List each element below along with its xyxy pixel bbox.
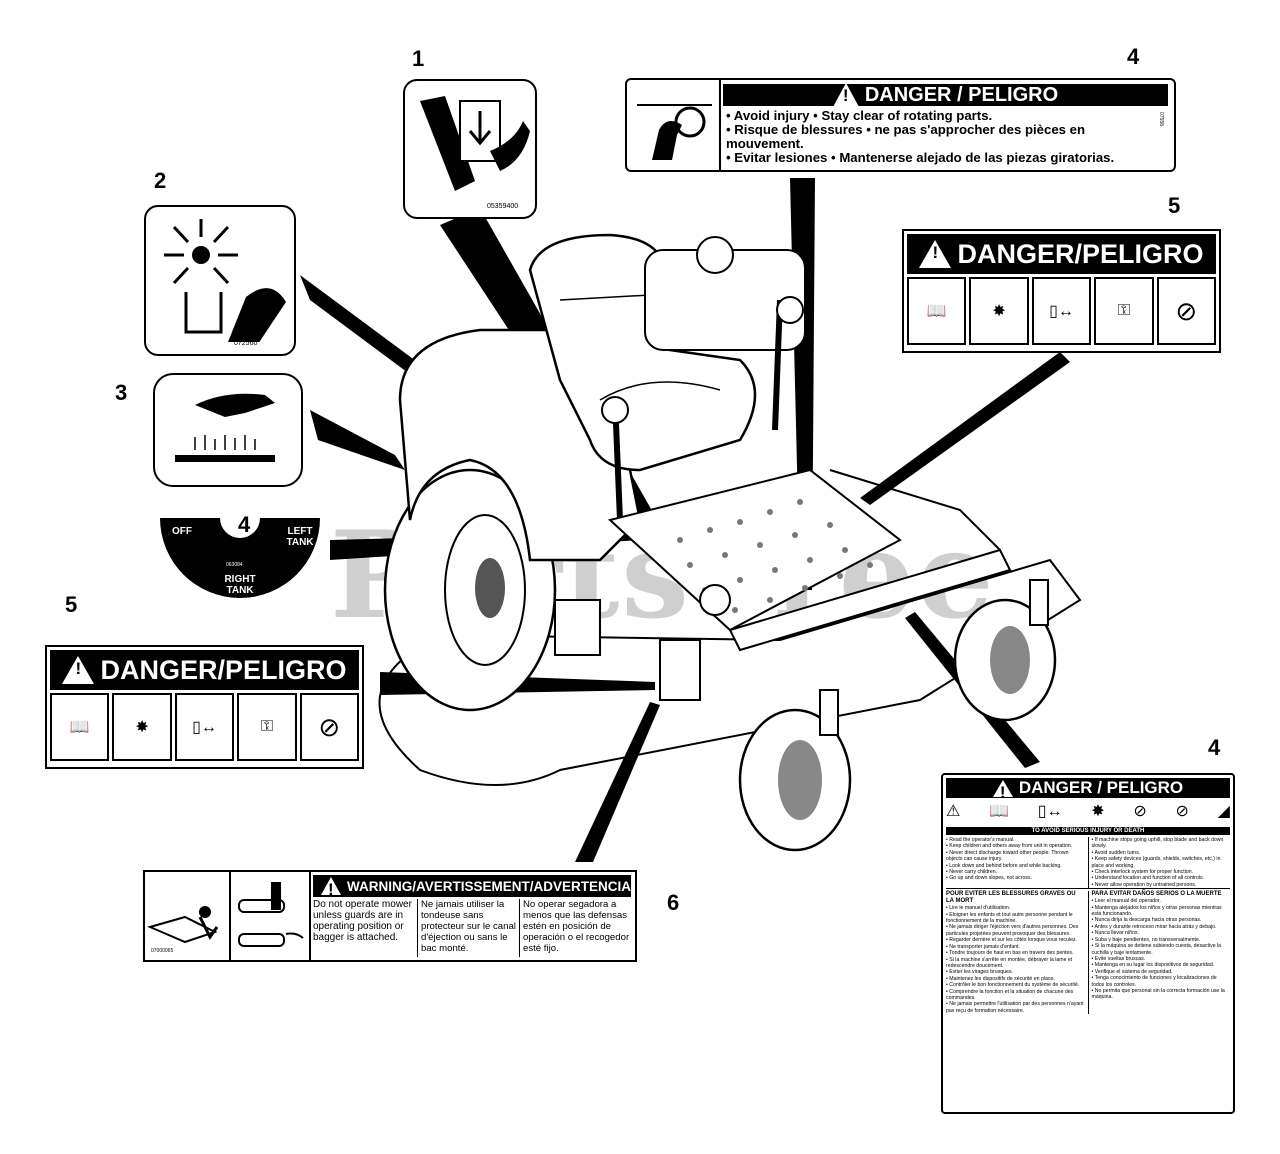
callout-4-fuel: 4 [238, 512, 251, 537]
danger-rotating-parts-label: DANGER / PELIGRO • Avoid injury • Stay c… [625, 78, 1176, 172]
warning-discharge-label: 07000065 WARNING/AVERTISSEMENT/ADVERTENC… [143, 870, 637, 962]
danger-big-es: • Leer el manual del operador. • Manteng… [1091, 898, 1225, 1001]
read-manual-icon: 📖 [989, 803, 1009, 820]
callout-5-right: 5 [1168, 193, 1181, 218]
callout-4-top: 4 [1127, 44, 1140, 69]
danger-big-col1: • Read the operator's manual. • Keep chi… [946, 837, 1089, 889]
remove-key-icon: ⚿ [1094, 277, 1154, 345]
no-feet-icon: ⊘ [299, 693, 360, 761]
label-2-code: 072560 [234, 340, 258, 347]
danger-5-right-header: DANGER/PELIGRO [907, 234, 1216, 274]
callout-5-left: 5 [65, 592, 78, 617]
leader-6 [575, 702, 660, 862]
warning-triangle-icon [832, 83, 859, 107]
discharge-hazard-icon: 07000065 [145, 872, 231, 960]
read-manual-icon: 📖 [907, 277, 967, 345]
danger-safety-instructions-label: DANGER / PELIGRO ⚠ 📖 ▯↔ ✸ ⊘ ⊘ ◢ TO AVOID… [941, 773, 1235, 1114]
danger-5-left-header: DANGER/PELIGRO [50, 650, 359, 690]
keep-distance-icon: ▯↔ [1037, 803, 1063, 820]
danger-top-code: 07558 [1158, 112, 1164, 126]
danger-top-header: DANGER / PELIGRO [723, 83, 1168, 107]
label-3-hot-surface [153, 373, 303, 487]
hand-crush-icon [420, 96, 530, 191]
label-2-thrown-objects: 072560 [144, 205, 296, 356]
fuel-off: OFF [172, 526, 192, 537]
no-riders-icon: ⊘ [1175, 803, 1189, 820]
warning-triangle-icon [321, 877, 341, 900]
fuel-code: 063084 [226, 562, 243, 568]
thrown-debris-icon: ✸ [969, 277, 1029, 345]
warning-6-english: Do not operate mower unless guards are i… [313, 899, 418, 957]
danger-big-fr-header: POUR EVITER LES BLESSURES GRAVES OU LA M… [946, 891, 1076, 905]
no-feet-icon: ⊘ [1156, 277, 1217, 345]
remove-key-icon: ⚿ [237, 693, 297, 761]
keep-distance-icon: ▯↔ [174, 693, 235, 761]
danger-pictogram-label-right: DANGER/PELIGRO 📖 ✸ ▯↔ ⚿ ⊘ [902, 229, 1221, 353]
warning-triangle-icon [992, 779, 1013, 803]
label-1-crush-hazard: 05359400 [403, 79, 537, 219]
danger-big-fr: • Lire le manuel d'utilisation. • Eloign… [946, 905, 1084, 1014]
no-children-icon: ⊘ [1133, 803, 1147, 820]
thrown-debris-icon: ✸ [112, 693, 172, 761]
callout-4-bottom: 4 [1208, 735, 1221, 760]
danger-big-col2: • If machine stops going uphill, stop bl… [1091, 837, 1224, 888]
callout-1: 1 [412, 46, 425, 71]
hot-surface-icon [175, 393, 275, 462]
danger-pictogram-label-left: DANGER/PELIGRO 📖 ✸ ▯↔ ⚿ ⊘ [45, 645, 364, 769]
callout-3: 3 [115, 380, 128, 405]
thrown-debris-icon: ✸ [1091, 803, 1105, 820]
danger-big-header: DANGER / PELIGRO [946, 778, 1230, 803]
fuel-right-tank: RIGHT TANK [224, 574, 256, 596]
warning-triangle-icon [919, 240, 952, 268]
rotating-parts-icon [627, 80, 721, 170]
warning-6-header: WARNING/AVERTISSEMENT/ADVERTENCIA [313, 875, 631, 900]
guard-position-icon [231, 872, 311, 960]
danger-big-icon-row: ⚠ 📖 ▯↔ ✸ ⊘ ⊘ ◢ [946, 801, 1230, 827]
slope-icon: ◢ [1217, 803, 1230, 820]
danger-big-subheader: TO AVOID SERIOUS INJURY OR DEATH [946, 827, 1230, 835]
label-1-code: 05359400 [487, 203, 519, 210]
leader-3 [310, 410, 405, 470]
fuel-left-tank: LEFT TANK [286, 526, 314, 548]
keep-distance-icon: ▯↔ [1031, 277, 1092, 345]
warning-6-french: Ne jamais utiliser la tondeuse sans prot… [421, 899, 520, 957]
warning-triangle-icon [62, 656, 95, 684]
warning-6-spanish: No operar segadora a menos que las defen… [523, 899, 630, 954]
warning-triangle-icon: ⚠ [946, 803, 961, 820]
read-manual-icon: 📖 [50, 693, 110, 761]
callout-2: 2 [154, 168, 167, 193]
danger-top-text: • Avoid injury • Stay clear of rotating … [726, 108, 1115, 165]
callout-6: 6 [667, 890, 680, 915]
danger-big-es-header: PARA EVITAR DAÑOS SERIOS O LA MUERTE [1091, 891, 1222, 898]
leader-5-right [860, 352, 1070, 505]
thrown-objects-icon [164, 219, 286, 347]
fuel-selector-label: OFF LEFT TANK RIGHT TANK 063084 [160, 518, 320, 598]
